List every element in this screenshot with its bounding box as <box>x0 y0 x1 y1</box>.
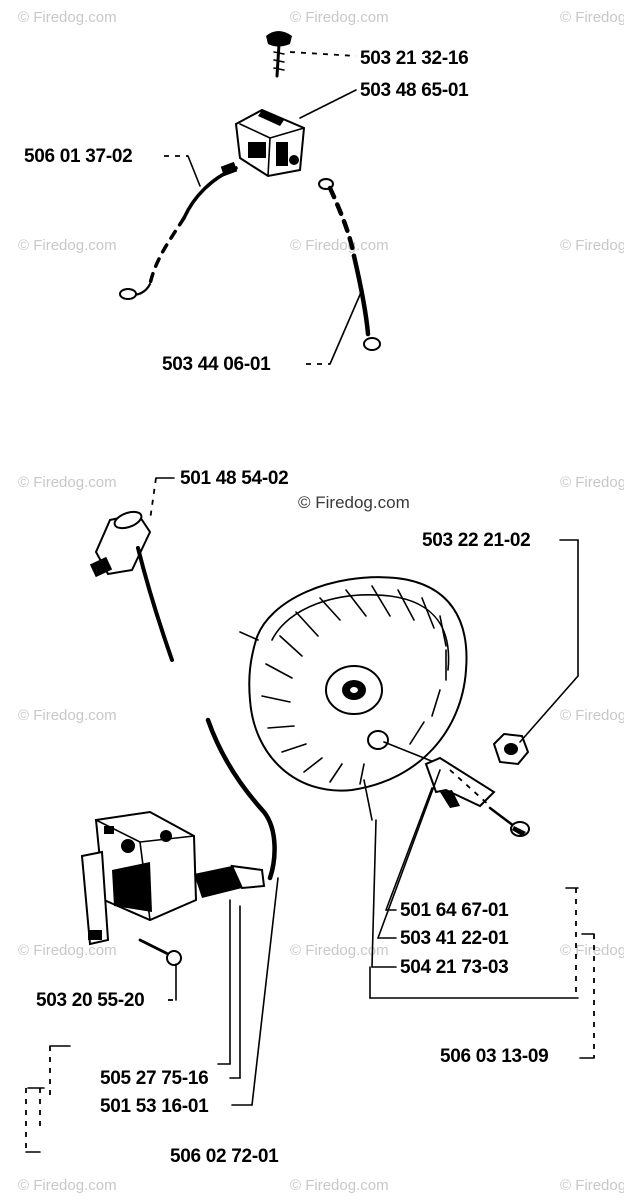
leader-lines-bottom <box>25 477 595 1153</box>
part-label: 501 64 67-01 <box>400 900 509 921</box>
leader-lines-top <box>164 51 363 365</box>
part-label: 503 21 32-16 <box>360 48 468 69</box>
watermark: © Firedog.com <box>560 474 624 491</box>
part-label: 503 20 55-20 <box>36 990 144 1011</box>
watermark: © Firedog.com <box>18 9 117 26</box>
pawl-screw-icon <box>488 806 530 837</box>
switch-assembly-drawing <box>119 31 381 351</box>
watermark: © Firedog.com <box>290 942 389 959</box>
watermark: © Firedog.com <box>290 9 389 26</box>
ignition-lead-icon <box>205 717 277 881</box>
part-label: 506 03 13-09 <box>440 1046 548 1067</box>
watermark: © Firedog.com <box>18 474 117 491</box>
watermark: © Firedog.com <box>560 942 624 959</box>
part-label: 505 27 75-16 <box>100 1068 208 1089</box>
watermark: © Firedog.com <box>290 237 389 254</box>
part-label: 504 21 73-03 <box>400 957 508 978</box>
watermark: © Firedog.com <box>18 942 117 959</box>
watermark: © Firedog.com <box>560 1177 624 1194</box>
watermark: © Firedog.com <box>290 1177 389 1194</box>
part-label: 503 41 22-01 <box>400 928 509 949</box>
part-label: 506 01 37-02 <box>24 146 132 167</box>
watermark-center: © Firedog.com <box>298 493 410 512</box>
part-label: 503 44 06-01 <box>162 354 271 375</box>
spark-plug-cap-icon <box>89 510 174 662</box>
part-labels: 503 21 32-16 503 48 65-01 506 01 37-02 5… <box>24 48 549 1167</box>
part-label: 503 22 21-02 <box>422 530 530 551</box>
part-label: 501 48 54-02 <box>180 468 288 489</box>
watermark: © Firedog.com <box>18 237 117 254</box>
screw-icon <box>266 31 292 78</box>
part-label: 503 48 65-01 <box>360 80 469 101</box>
flywheel-icon <box>239 576 496 808</box>
part-label: 506 02 72-01 <box>170 1146 279 1167</box>
watermark: © Firedog.com <box>560 707 624 724</box>
wire-left-icon <box>119 161 238 300</box>
part-label: 501 53 16-01 <box>100 1096 209 1117</box>
ignition-assembly-drawing <box>80 510 530 966</box>
switch-block-icon <box>234 108 306 178</box>
watermark: © Firedog.com <box>18 1177 117 1194</box>
watermark: © Firedog.com <box>18 707 117 724</box>
watermark: © Firedog.com <box>560 9 624 26</box>
watermark: © Firedog.com <box>560 237 624 254</box>
wire-right-icon <box>318 178 381 351</box>
ignition-module-icon <box>80 810 266 966</box>
